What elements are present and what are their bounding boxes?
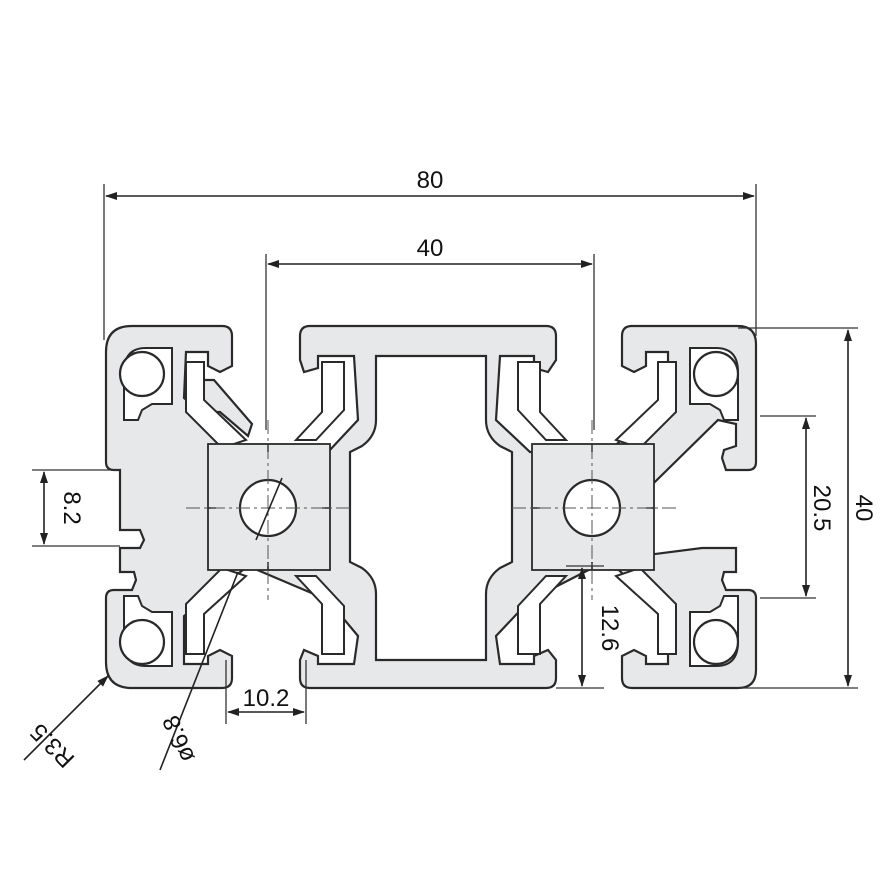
corner-hole-bottom-left [118,618,166,666]
dimension-overall-height: 40 [738,327,877,689]
label-center-spacing: 40 [417,235,444,262]
corner-hole-top-left [118,350,166,398]
leader-hole-diameter [159,571,239,771]
corner-hole-bottom-right [692,618,740,666]
label-slot-width: 10.2 [243,685,290,712]
label-radius: R3.5 [25,718,80,773]
profile-center-chamber [348,354,514,662]
leader-radius [23,675,109,761]
dimension-overall-width: 80 [103,167,757,340]
corner-hole-top-right [692,350,740,398]
profile-outline [104,324,758,690]
void-right-top [614,361,677,450]
label-overall-width: 80 [417,167,444,194]
dimension-wall-depth: 12.6 [556,565,623,689]
label-overall-height: 40 [850,495,877,522]
void-left-top [185,361,248,450]
dimension-radius: R3.5 [23,675,109,773]
void-right-bottom [614,566,677,655]
dimension-slot-width: 10.2 [225,660,307,724]
dimension-slot-opening: 8.2 [32,469,120,547]
void-left-mid-top [293,361,345,441]
dimension-slot-spacing: 20.5 [760,415,835,599]
dimension-center-spacing: 40 [265,235,595,430]
hole-diameter-diagonal [255,477,283,541]
center-lines [186,420,676,600]
void-right-mid-bottom [517,575,569,655]
label-slot-opening: 8.2 [58,491,85,524]
label-slot-spacing: 20.5 [808,485,835,532]
void-right-mid-top [517,361,569,441]
void-left-mid-bottom [293,575,345,655]
label-wall-depth: 12.6 [596,605,623,652]
